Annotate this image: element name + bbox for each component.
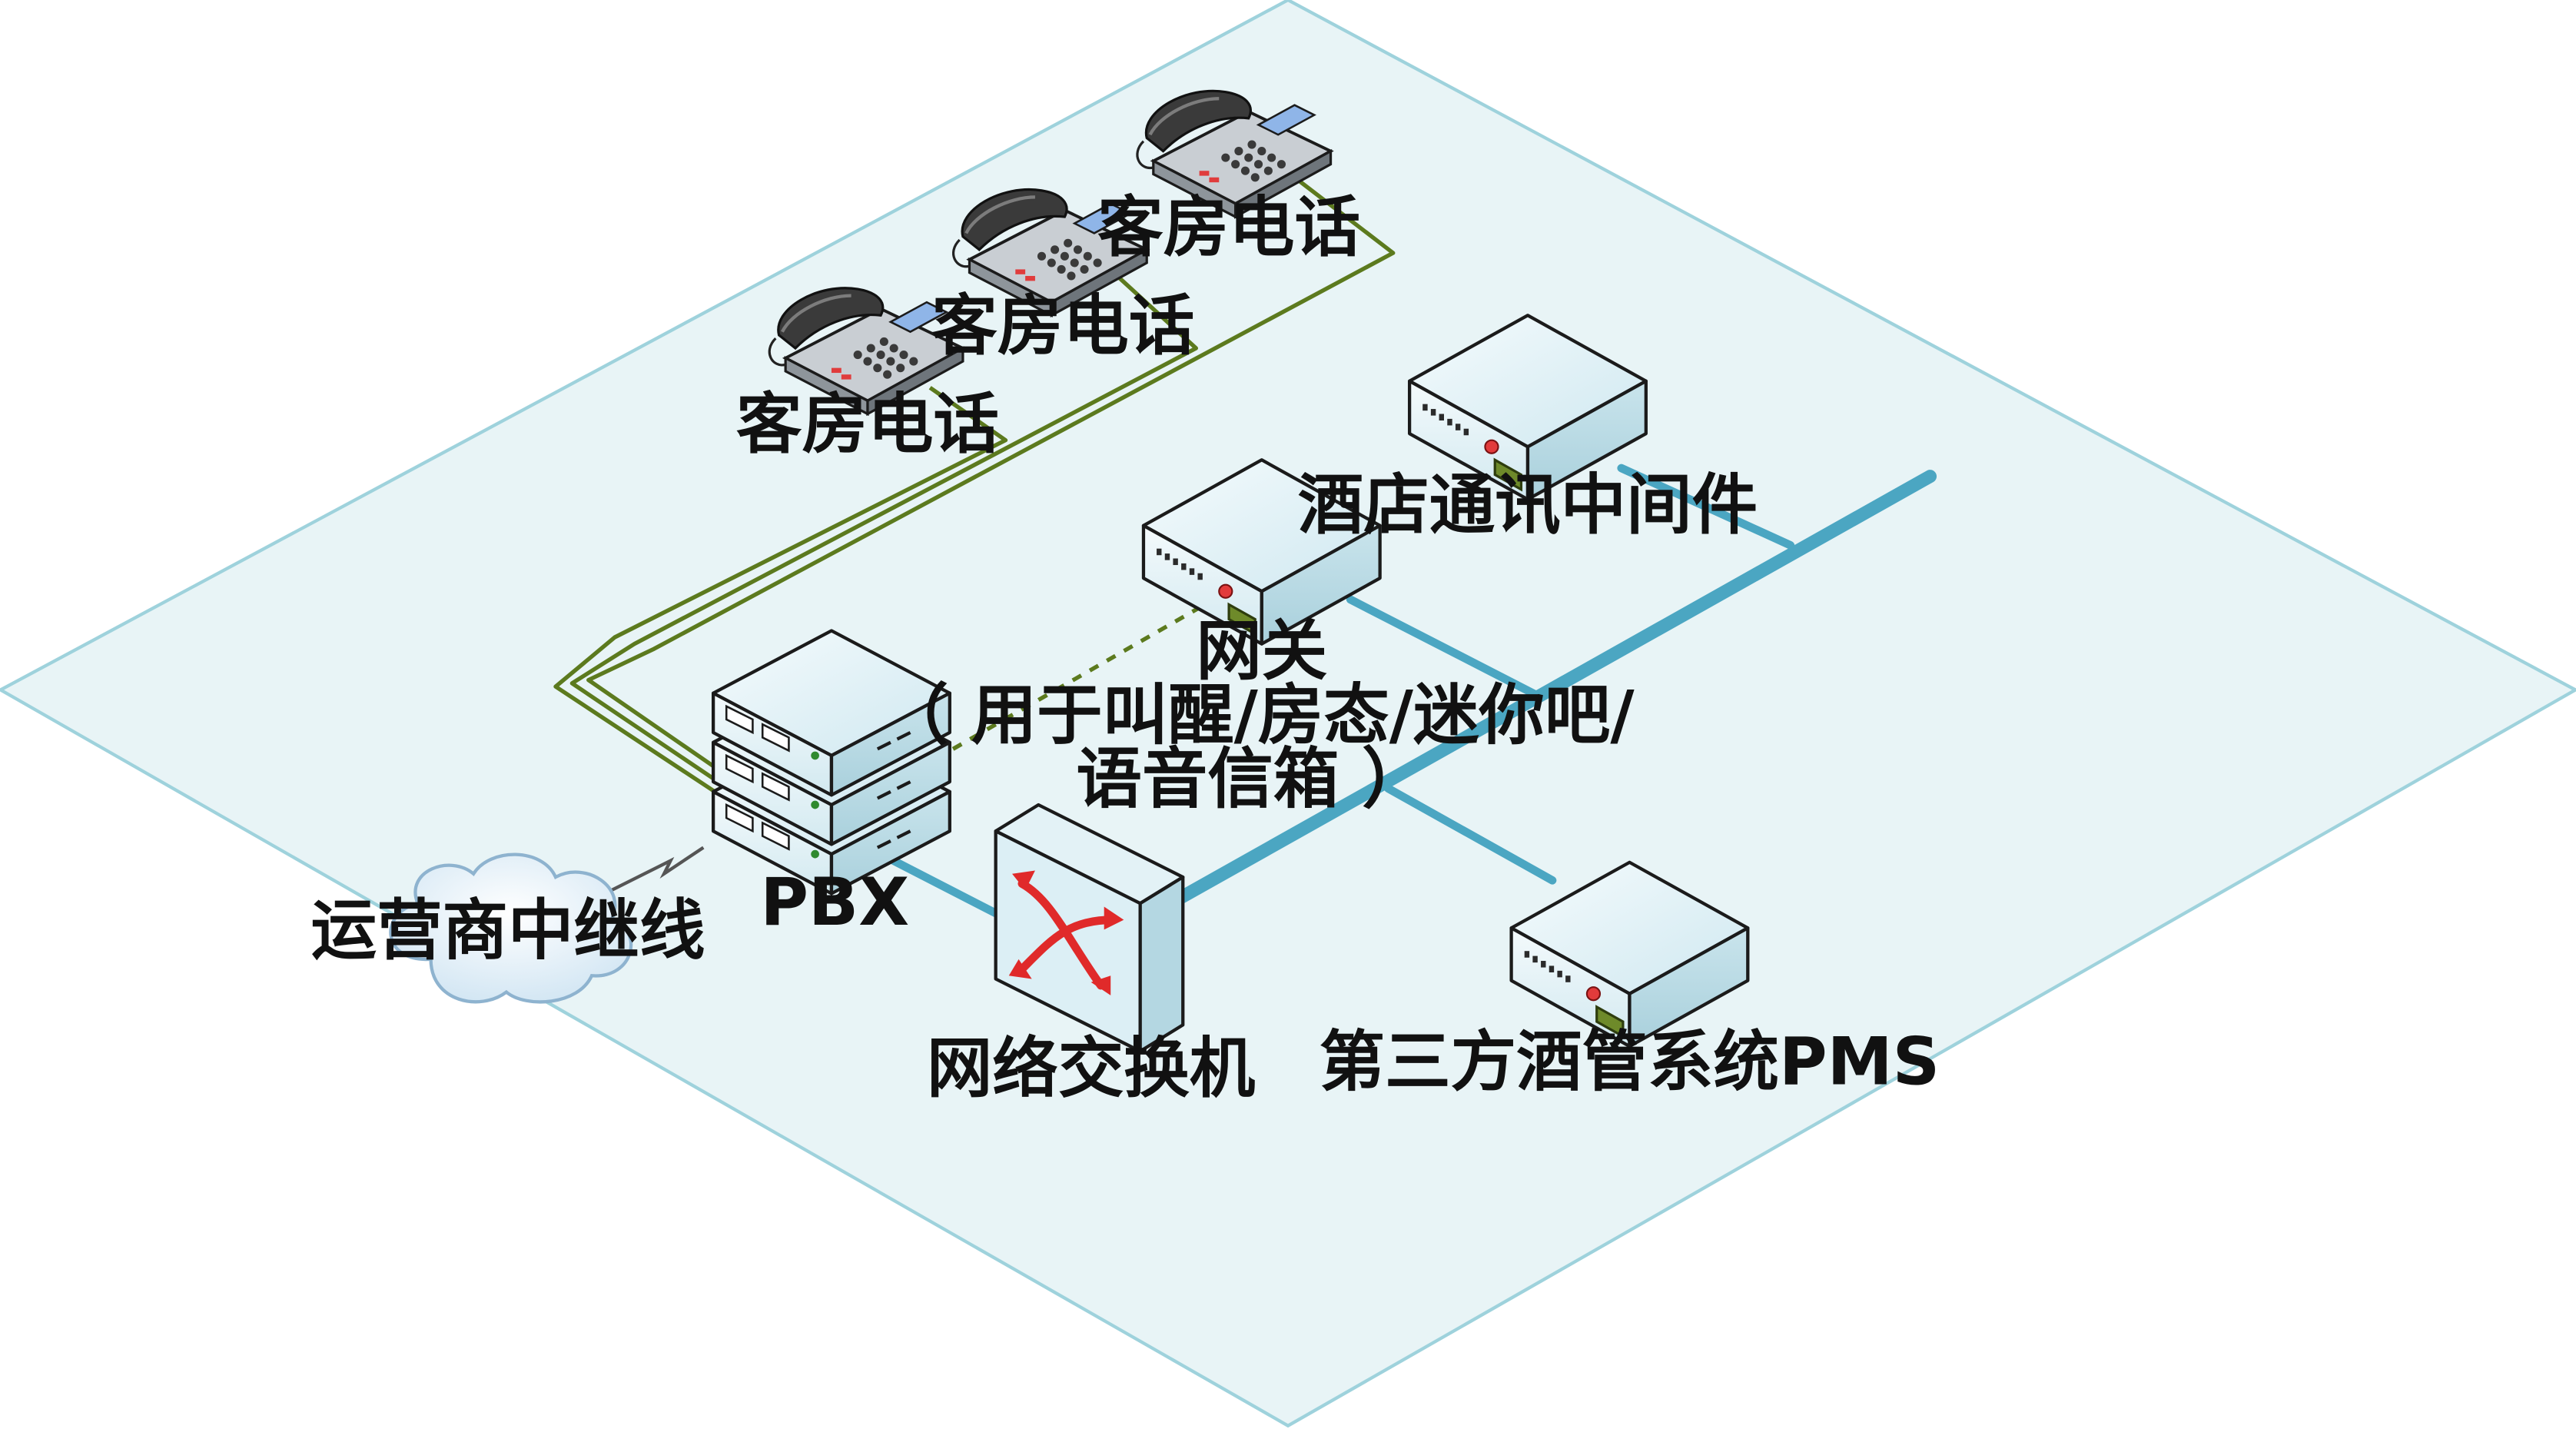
- phone-lines: [553, 175, 1396, 794]
- switch-arrows-icon: [1017, 879, 1118, 990]
- carrier-cloud-icon: [389, 852, 633, 1004]
- switch-label: 网络交换机: [927, 1031, 1255, 1107]
- pbx-label: PBX: [760, 865, 909, 941]
- guest-phone-label-1: 客房电话: [736, 387, 999, 463]
- network-switch: [994, 803, 1185, 1053]
- guest-phone-label-3: 客房电话: [1097, 190, 1360, 266]
- trunk-lightning-icon: [600, 846, 705, 897]
- gateway-note-line-1: （ 用于叫醒/房态/迷你吧/: [882, 677, 1635, 753]
- network-lines: [876, 464, 1937, 918]
- gateway-label: 网关: [1196, 613, 1327, 690]
- pbx-gateway-dashed-link: [951, 606, 1200, 751]
- pms-label: 第三方酒管系统PMS: [1320, 1024, 1940, 1100]
- guest-phone-label-2: 客房电话: [931, 288, 1194, 364]
- carrier-trunk-label: 运营商中继线: [311, 892, 705, 969]
- gateway-note-line-2: 语音信箱 ）: [1076, 742, 1427, 818]
- middleware-label: 酒店通讯中间件: [1298, 467, 1758, 543]
